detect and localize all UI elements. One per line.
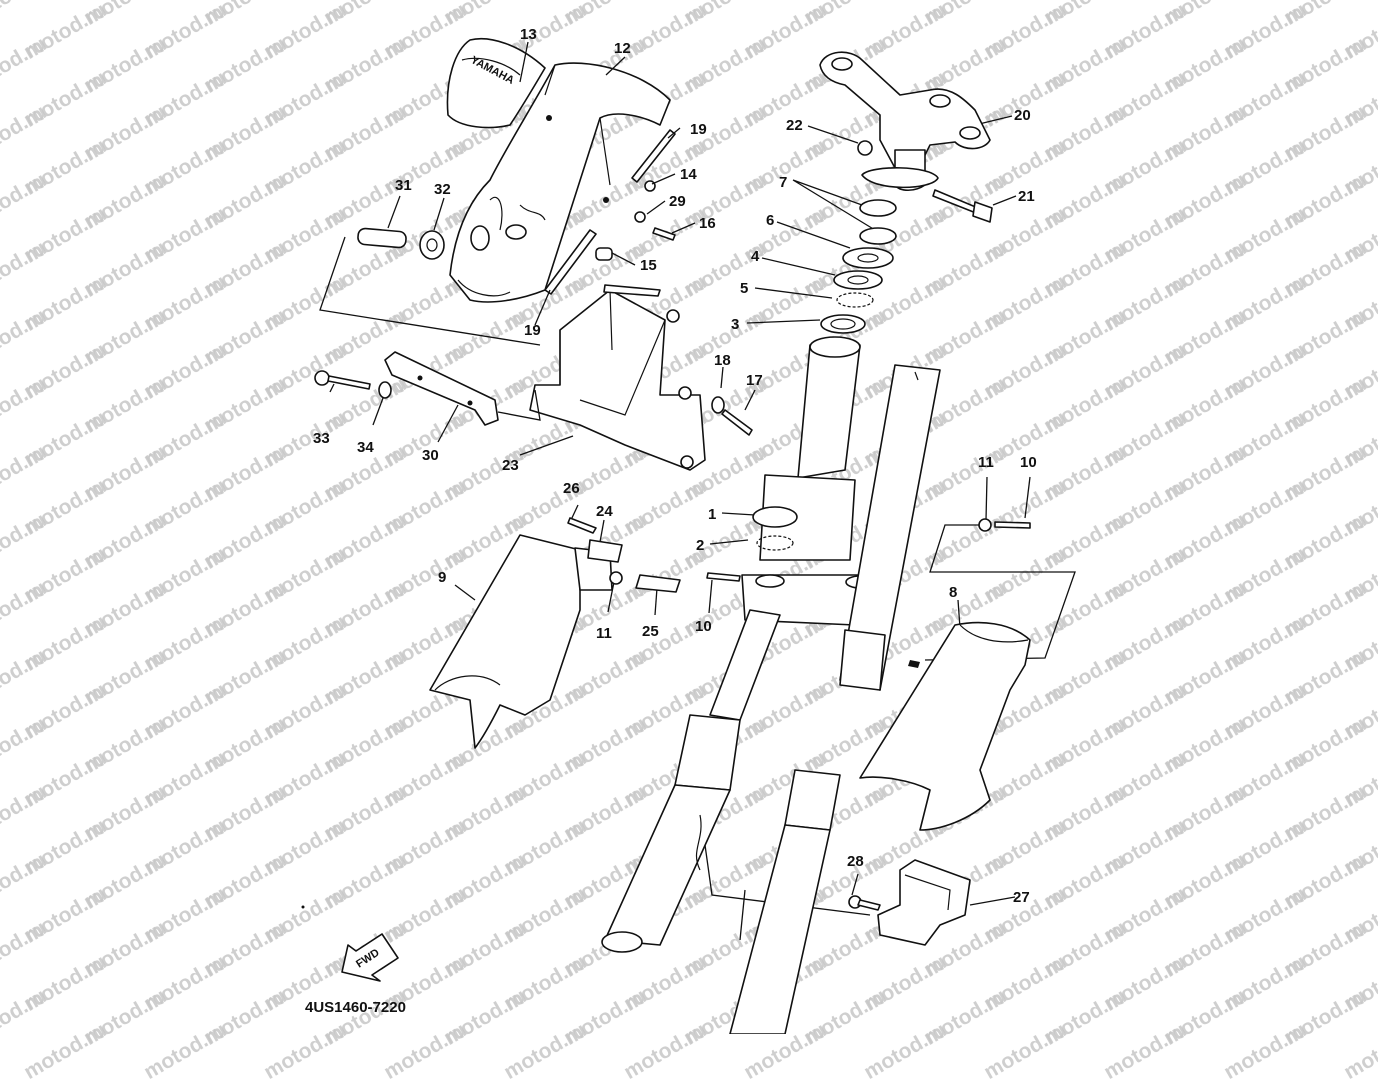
- callout-30: 30: [422, 447, 439, 464]
- part-callouts: 13 12 19 14 29 16 15 19 31 32 33 34 30 2…: [313, 26, 1037, 906]
- left-side-cover-part: [429, 517, 741, 749]
- callout-16: 16: [699, 215, 716, 232]
- steering-bearing-stack: [820, 199, 897, 334]
- headlight-bracket-part: [529, 284, 706, 471]
- callout-17: 17: [746, 372, 763, 389]
- callout-12: 12: [614, 40, 631, 57]
- stay-bolt-washer: [314, 351, 499, 426]
- upper-bracket-part: [819, 51, 991, 192]
- callout-15: 15: [640, 257, 657, 274]
- callout-11-right: 11: [978, 454, 994, 471]
- callout-18: 18: [714, 352, 731, 369]
- callout-1: 1: [708, 506, 716, 523]
- callout-11-left: 11: [596, 625, 612, 642]
- callout-9: 9: [438, 569, 446, 586]
- callout-28: 28: [847, 853, 864, 870]
- callout-24: 24: [596, 503, 613, 520]
- callout-31: 31: [395, 177, 412, 194]
- callout-8: 8: [949, 584, 957, 601]
- callout-5: 5: [740, 280, 748, 297]
- callout-27: 27: [1013, 889, 1030, 906]
- front-cowl-part: [449, 62, 671, 303]
- callout-10-right: 10: [1020, 454, 1037, 471]
- front-fork-part: [601, 364, 941, 1034]
- callout-34: 34: [357, 439, 374, 456]
- callout-13: 13: [520, 26, 537, 43]
- callout-23: 23: [502, 457, 519, 474]
- hose-holder-part: [848, 859, 971, 946]
- callout-19-lower: 19: [524, 322, 541, 339]
- callout-14: 14: [680, 166, 697, 183]
- callout-2: 2: [696, 537, 704, 554]
- bracket-bolt-washer: [711, 396, 753, 436]
- callout-32: 32: [434, 181, 451, 198]
- exploded-parts-diagram: YAMAHA: [301, 26, 1076, 1034]
- callout-25: 25: [642, 623, 659, 640]
- callout-19-upper: 19: [690, 121, 707, 138]
- callout-29: 29: [669, 193, 686, 210]
- callout-22: 22: [786, 117, 803, 134]
- callout-20: 20: [1014, 107, 1031, 124]
- yamaha-emblem-part: YAMAHA: [446, 37, 546, 129]
- callout-10-left: 10: [695, 618, 712, 635]
- callout-3: 3: [731, 316, 739, 333]
- fwd-arrow-icon: FWD: [341, 933, 399, 982]
- callout-4: 4: [751, 248, 760, 265]
- callout-33: 33: [313, 430, 330, 447]
- right-side-cover-part: [859, 518, 1031, 831]
- diagram-code: 4US1460-7220: [305, 999, 406, 1016]
- callout-6: 6: [766, 212, 774, 229]
- steering-stem-part: [741, 336, 886, 626]
- pinch-bolt-part: [932, 189, 993, 223]
- callout-21: 21: [1018, 188, 1035, 205]
- cowl-fasteners: [357, 180, 676, 261]
- callout-7: 7: [779, 174, 787, 191]
- callout-26: 26: [563, 480, 580, 497]
